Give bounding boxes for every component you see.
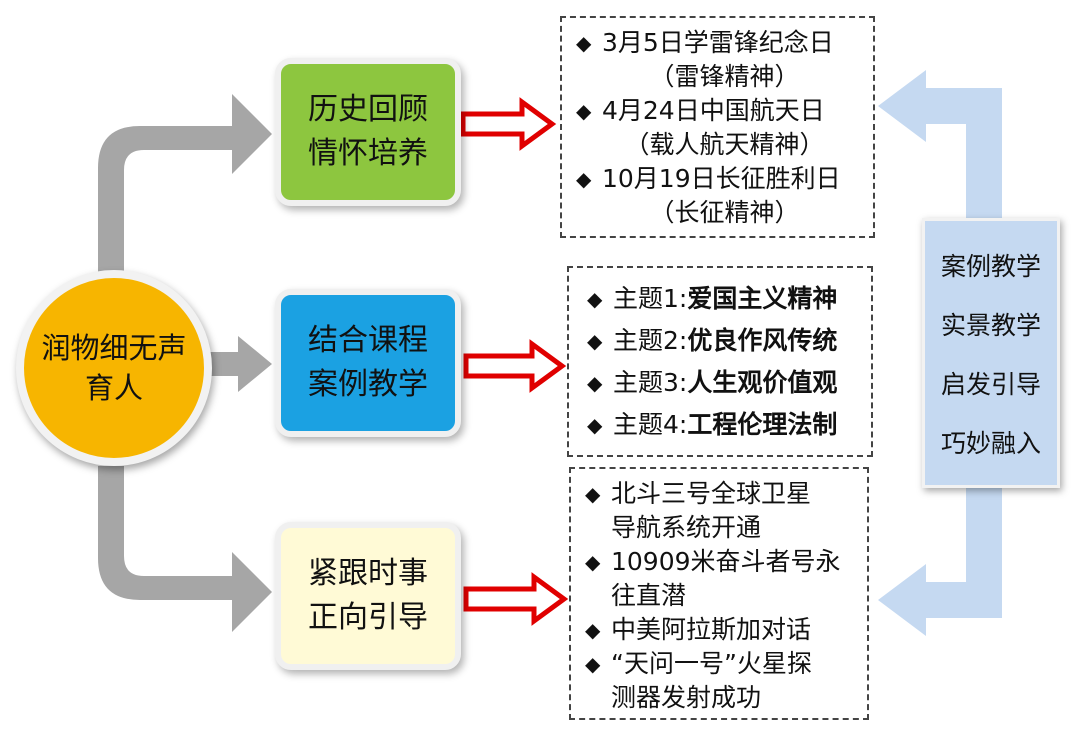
course-topics-box: ◆ 主题1:爱国主义精神 ◆ 主题2:优良作风传统 ◆ 主题3:人生观价值观 ◆… bbox=[567, 266, 873, 457]
node-course-line-1: 结合课程 bbox=[308, 323, 428, 358]
event-text: 10909米奋斗者号永 往直潜 bbox=[611, 547, 841, 610]
center-circle: 润物细无声 育人 bbox=[16, 270, 212, 466]
diamond-bullet-icon: ◆ bbox=[576, 99, 592, 123]
red-arrow-top bbox=[460, 97, 557, 151]
node-history-line-1: 历史回顾 bbox=[308, 92, 428, 127]
history-date: 3月5日学雷锋纪念日 bbox=[602, 28, 834, 57]
history-item: ◆ 3月5日学雷锋纪念日 bbox=[562, 26, 873, 60]
history-spirit: （雷锋精神） bbox=[649, 62, 800, 91]
red-arrow-middle bbox=[463, 339, 567, 393]
diamond-bullet-icon: ◆ bbox=[587, 329, 603, 353]
topic-name: 人生观价值观 bbox=[687, 368, 838, 397]
topic-name: 爱国主义精神 bbox=[687, 284, 838, 313]
topic-item: ◆ 主题2:优良作风传统 bbox=[569, 320, 871, 362]
method-item: 巧妙融入 bbox=[940, 428, 1041, 458]
topic-prefix: 主题4: bbox=[613, 410, 688, 439]
node-current-events-line-1: 紧跟时事 bbox=[308, 556, 428, 591]
node-current-events: 紧跟时事 正向引导 bbox=[275, 522, 461, 670]
history-spirit: （长征精神） bbox=[649, 198, 800, 227]
topic-prefix: 主题1: bbox=[613, 284, 688, 313]
diamond-bullet-icon: ◆ bbox=[587, 413, 603, 437]
blue-arrow-up bbox=[878, 70, 1002, 220]
center-line-2: 育人 bbox=[84, 371, 143, 405]
history-date: 4月24日中国航天日 bbox=[602, 96, 825, 125]
history-spirit: （载人航天精神） bbox=[624, 130, 825, 159]
node-history: 历史回顾 情怀培养 bbox=[275, 58, 461, 206]
topic-name: 优良作风传统 bbox=[687, 326, 838, 355]
node-history-line-2: 情怀培养 bbox=[308, 136, 428, 171]
diamond-bullet-icon: ◆ bbox=[585, 550, 601, 574]
history-item: ◆ 10月19日长征胜利日 bbox=[562, 162, 873, 196]
diamond-bullet-icon: ◆ bbox=[585, 482, 601, 506]
diamond-bullet-icon: ◆ bbox=[576, 167, 592, 191]
red-arrow-bottom bbox=[463, 572, 569, 626]
methods-box: 案例教学 实景教学 启发引导 巧妙融入 bbox=[922, 218, 1060, 488]
diamond-bullet-icon: ◆ bbox=[587, 371, 603, 395]
current-events-box: ◆ 北斗三号全球卫星 导航系统开通 ◆ 10909米奋斗者号永 往直潜 ◆ 中美… bbox=[569, 467, 869, 720]
node-course: 结合课程 案例教学 bbox=[275, 289, 461, 437]
diamond-bullet-icon: ◆ bbox=[576, 31, 592, 55]
event-item: ◆ 10909米奋斗者号永 往直潜 bbox=[571, 545, 867, 613]
event-item: ◆ 中美阿拉斯加对话 bbox=[571, 613, 867, 647]
blue-arrow-down bbox=[878, 486, 1002, 636]
topic-name: 工程伦理法制 bbox=[687, 410, 838, 439]
diamond-bullet-icon: ◆ bbox=[585, 618, 601, 642]
method-item: 启发引导 bbox=[940, 369, 1041, 399]
topic-item: ◆ 主题3:人生观价值观 bbox=[569, 362, 871, 404]
event-text: 北斗三号全球卫星 导航系统开通 bbox=[611, 479, 812, 542]
event-text: “天问一号”火星探 测器发射成功 bbox=[611, 649, 812, 712]
center-line-1: 润物细无声 bbox=[41, 331, 187, 365]
event-text: 中美阿拉斯加对话 bbox=[611, 615, 812, 644]
event-item: ◆ “天问一号”火星探 测器发射成功 bbox=[571, 647, 867, 715]
history-date: 10月19日长征胜利日 bbox=[602, 164, 841, 193]
diamond-bullet-icon: ◆ bbox=[585, 652, 601, 676]
topic-prefix: 主题2: bbox=[613, 326, 688, 355]
event-item: ◆ 北斗三号全球卫星 导航系统开通 bbox=[571, 477, 867, 545]
topic-item: ◆ 主题4:工程伦理法制 bbox=[569, 404, 871, 446]
topic-prefix: 主题3: bbox=[613, 368, 688, 397]
gray-arrow-middle bbox=[206, 336, 272, 392]
gray-arrow-bottom bbox=[98, 466, 272, 632]
history-item: ◆ 4月24日中国航天日 bbox=[562, 94, 873, 128]
topic-item: ◆ 主题1:爱国主义精神 bbox=[569, 278, 871, 320]
diamond-bullet-icon: ◆ bbox=[587, 287, 603, 311]
node-course-line-2: 案例教学 bbox=[308, 367, 428, 402]
gray-arrow-top bbox=[98, 94, 272, 272]
method-item: 案例教学 bbox=[940, 251, 1041, 281]
history-list-box: ◆ 3月5日学雷锋纪念日 （雷锋精神） ◆ 4月24日中国航天日 （载人航天精神… bbox=[560, 16, 875, 238]
method-item: 实景教学 bbox=[940, 310, 1041, 340]
node-current-events-line-2: 正向引导 bbox=[308, 600, 428, 635]
